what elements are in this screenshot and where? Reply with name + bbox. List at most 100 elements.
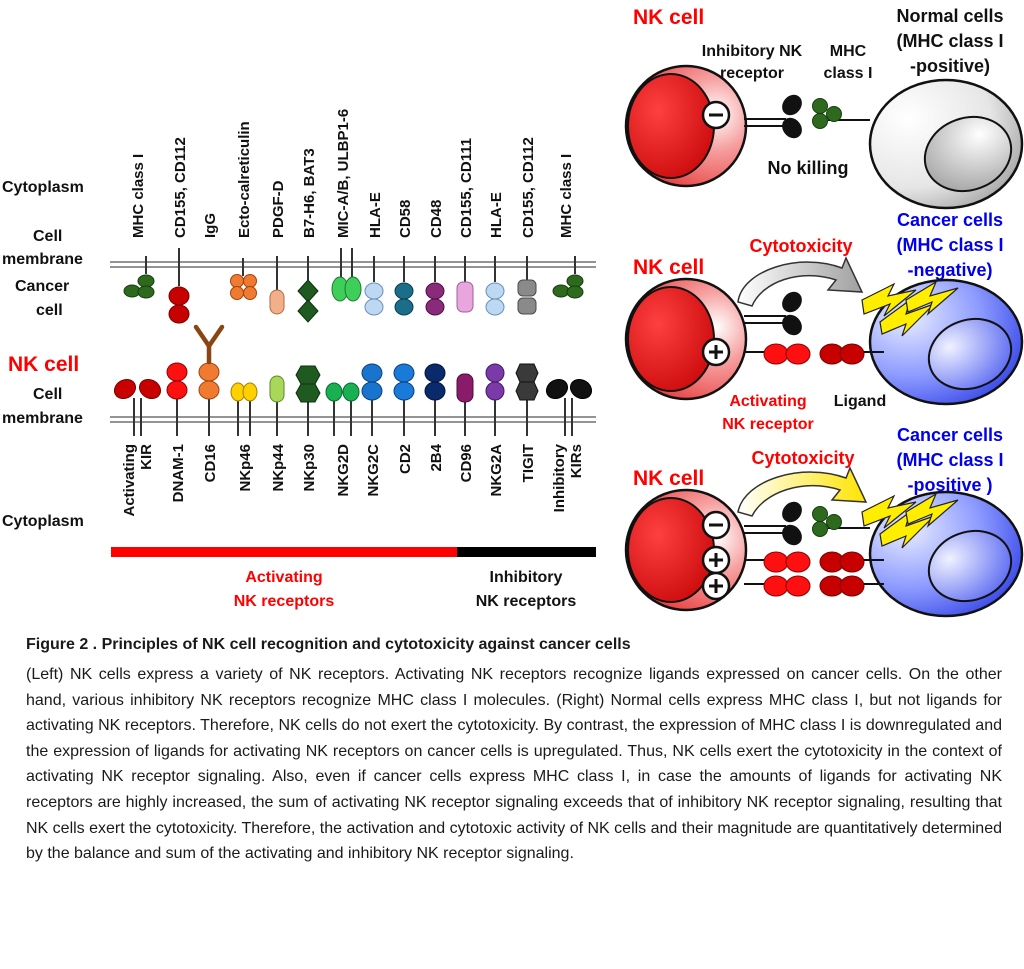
ligand-label: CD155, CD111 — [458, 138, 475, 238]
receptor-label: Inhibitory — [551, 443, 568, 512]
panel2-cancer-nucleus — [927, 317, 1013, 391]
panel3-plus-icon-1 — [701, 545, 731, 575]
ligand-label: MHC class I — [558, 154, 575, 238]
panel1-mhc-label-2: class I — [824, 65, 873, 82]
ligand-hla-e-2 — [485, 256, 505, 316]
panel3-inhibitory-receptor — [744, 501, 802, 546]
activating-group-label-1: Activating — [245, 569, 322, 586]
panel3-lightning-icon — [861, 492, 959, 549]
panel2-target-label-2: (MHC class I — [896, 235, 1003, 255]
panel1-nk-nucleus — [627, 73, 715, 179]
right-panel-3: NK cell Cytotoxicity Cancer cells (MHC c… — [624, 425, 1024, 618]
ligand-label: CD155, CD112 — [520, 137, 537, 238]
ligand-cd48 — [425, 256, 445, 316]
panel2-activating-label-1: Activating — [729, 393, 806, 410]
panel3-mhc — [812, 506, 870, 537]
cell-membrane-label-top-1: Cell — [33, 228, 62, 245]
receptor-label: 2B4 — [428, 443, 445, 471]
panel2-gray-arrow — [737, 256, 864, 307]
panel3-yellow-arrow — [737, 466, 868, 517]
cytoplasm-label-top: Cytoplasm — [2, 179, 84, 196]
receptor-label: DNAM-1 — [170, 444, 187, 502]
ligand-pdgf-d — [269, 256, 285, 315]
ligand-cd155-cd112-1 — [168, 248, 190, 324]
activating-group-label-2: NK receptors — [234, 593, 335, 610]
ligand-label: MIC-A/B, ULBP1-6 — [335, 109, 352, 238]
receptor-label: TIGIT — [520, 444, 537, 482]
panel2-cytotoxicity-label: Cytotoxicity — [749, 236, 852, 256]
receptor-inhibitory-kirs — [545, 378, 593, 436]
ligand-label: IgG — [202, 213, 219, 238]
normal-cell-nucleus — [923, 115, 1013, 193]
receptor-label: KIRs — [568, 444, 585, 478]
ligand-ecto-calreticulin — [230, 258, 257, 300]
ligand-cd58 — [394, 256, 414, 316]
panel1-nk-label: NK cell — [633, 6, 704, 29]
panel3-cancer-nucleus — [927, 529, 1013, 603]
panel1-outcome-label: No killing — [768, 158, 849, 178]
ligand-mic-ab-ulbp — [331, 248, 362, 302]
caption-body: (Left) NK cells express a variety of NK … — [26, 666, 1002, 863]
igg-antibody — [193, 324, 225, 365]
receptor-shapes — [113, 324, 593, 436]
inhibitory-group-label-2: NK receptors — [476, 593, 577, 610]
inhibitory-group-bar — [457, 547, 596, 557]
ligand-label: B7-H6, BAT3 — [301, 148, 318, 238]
panel1-mhc-label-1: MHC — [830, 43, 867, 60]
receptor-label: CD96 — [458, 444, 475, 482]
panel2-target-label-3: -negative) — [907, 260, 992, 280]
ligand-hla-e-1 — [364, 256, 384, 316]
cancer-cell-label-1: Cancer — [15, 278, 69, 295]
right-panel-2: NK cell Cytotoxicity Cancer cells (MHC c… — [624, 210, 1024, 433]
ligand-label: CD155, CD112 — [172, 137, 189, 238]
panel1-inhibitory-receptor — [744, 94, 802, 139]
receptor-label: NKp44 — [270, 443, 287, 491]
receptor-label: NKp46 — [237, 444, 254, 492]
panel2-inhibitory-receptor — [744, 291, 802, 336]
panel2-plus-icon — [701, 337, 731, 367]
ligand-label: CD58 — [397, 200, 414, 238]
panel3-cytotoxicity-label: Cytotoxicity — [751, 448, 854, 468]
cell-membrane-label-bottom-1: Cell — [33, 386, 62, 403]
panel3-minus-icon — [701, 510, 731, 540]
panel3-nk-nucleus — [627, 497, 715, 603]
panel3-activating-receptor-2 — [744, 575, 884, 597]
receptor-cd96 — [456, 373, 474, 436]
receptor-label: NKp30 — [301, 444, 318, 492]
nk-cell-figure: Cytoplasm Cell membrane Cancer cell NK c… — [2, 6, 1024, 618]
ligand-label: HLA-E — [367, 192, 384, 238]
receptor-label: KIR — [138, 444, 155, 470]
ligand-cd155-cd111 — [456, 256, 474, 313]
panel2-target-label-1: Cancer cells — [897, 210, 1003, 230]
receptor-label: NKG2A — [488, 444, 505, 497]
nk-cell-membrane — [110, 416, 596, 423]
panel2-activating-label-2: NK receptor — [722, 416, 814, 433]
receptor-cd16 — [198, 362, 220, 436]
panel3-target-label-3: -positive ) — [907, 475, 992, 495]
ligand-cd155-cd112-2 — [517, 256, 537, 315]
panel2-lightning-icon — [861, 280, 959, 337]
ligand-b7-h6-bat3 — [297, 256, 319, 323]
inhibitory-group-label-1: Inhibitory — [490, 569, 563, 586]
panel3-target-label-1: Cancer cells — [897, 425, 1003, 445]
cell-membrane-label-top-2: membrane — [2, 251, 83, 268]
receptor-nkg2d — [325, 382, 360, 436]
receptor-label: NKG2D — [335, 444, 352, 497]
receptor-nkg2c — [361, 363, 383, 436]
panel1-target-label-3: -positive) — [910, 56, 990, 76]
panel2-ligand-label: Ligand — [834, 393, 886, 410]
receptor-cd2 — [393, 363, 415, 436]
receptor-nkp44 — [269, 375, 285, 436]
caption-title: Figure 2 . Principles of NK cell recogni… — [26, 636, 631, 653]
receptor-nkp46 — [230, 382, 258, 436]
ligand-label: Ecto-calreticulin — [236, 121, 253, 238]
ligand-label: PDGF-D — [270, 180, 287, 238]
panel1-receptor-label-1: Inhibitory NK — [702, 43, 803, 60]
left-panel: Cytoplasm Cell membrane Cancer cell NK c… — [2, 109, 596, 610]
receptor-dnam-1 — [166, 362, 188, 436]
cancer-cell-label-2: cell — [36, 302, 63, 319]
panel3-plus-icon-2 — [701, 571, 731, 601]
panel3-target-label-2: (MHC class I — [896, 450, 1003, 470]
